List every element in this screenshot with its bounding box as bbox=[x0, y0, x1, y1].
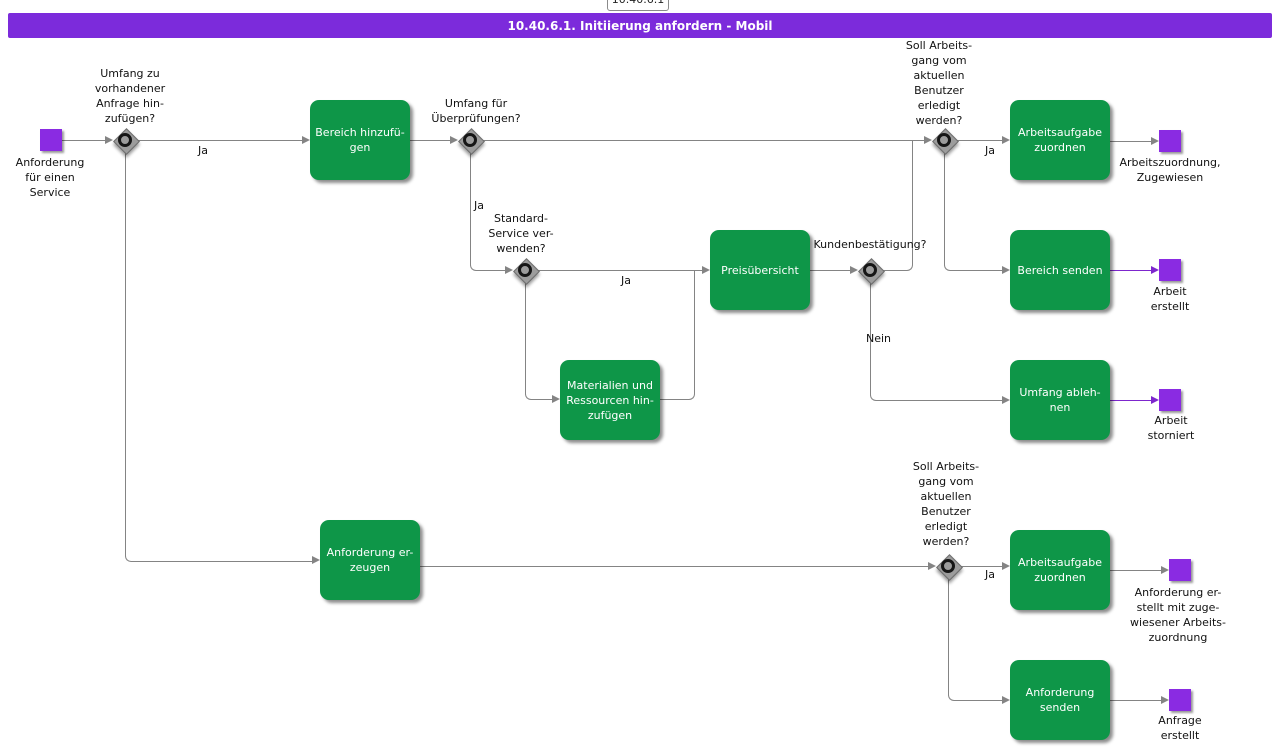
task-arbeitsaufgabe-zuordnen-oben[interactable]: Arbeitsaufgabe zuordnen bbox=[1010, 100, 1110, 180]
gateway-circle-icon bbox=[941, 559, 955, 573]
connector-bend bbox=[125, 152, 313, 562]
connector-bend bbox=[944, 152, 1003, 271]
end-event-square bbox=[1169, 689, 1191, 711]
edge-label-ja: Ja bbox=[985, 568, 995, 581]
diagram-title-bar: 10.40.6.1. Initiierung anfordern - Mobil bbox=[8, 13, 1272, 38]
gateway-scope-for-reviews bbox=[457, 127, 485, 155]
connector-line bbox=[956, 140, 1003, 141]
edge-label-ja: Ja bbox=[621, 274, 631, 287]
arrowhead-icon bbox=[702, 266, 710, 274]
gateway-circle-icon bbox=[463, 133, 477, 147]
task-umfang-ablehnen[interactable]: Umfang ableh- nen bbox=[1010, 360, 1110, 440]
connector-bend bbox=[525, 282, 553, 400]
gateway-customer-confirmation bbox=[857, 257, 885, 285]
gateway-use-standard-service bbox=[512, 257, 540, 285]
diagram-id-tab[interactable]: 10.40.6.1 bbox=[607, 0, 669, 11]
connector-line bbox=[1110, 270, 1152, 271]
connector-line bbox=[1110, 700, 1162, 701]
edge-label-nein: Nein bbox=[866, 332, 892, 345]
arrowhead-icon bbox=[312, 556, 320, 564]
end-event-square bbox=[1159, 259, 1181, 281]
connector-bend bbox=[470, 152, 506, 271]
connector-line bbox=[960, 566, 1003, 567]
connector-line bbox=[810, 270, 851, 271]
gateway-circle-icon bbox=[863, 263, 877, 277]
connector-bend bbox=[870, 282, 1003, 401]
task-bereich-senden[interactable]: Bereich senden bbox=[1010, 230, 1110, 310]
end-event-label: Arbeit storniert bbox=[1147, 414, 1195, 442]
connector-line bbox=[62, 140, 106, 141]
arrowhead-icon bbox=[552, 395, 560, 403]
gateway-add-to-existing-request bbox=[112, 127, 140, 155]
arrowhead-icon bbox=[928, 562, 936, 570]
arrowhead-icon bbox=[1002, 396, 1010, 404]
arrowhead-icon bbox=[1002, 266, 1010, 274]
arrowhead-icon bbox=[924, 136, 932, 144]
arrowhead-icon bbox=[1151, 266, 1159, 274]
connector-bend bbox=[882, 140, 913, 271]
gateway-question-label: Standard- Service ver- wenden? bbox=[488, 212, 554, 255]
end-event-label: Anforderung er- stellt mit zuge- wiesene… bbox=[1130, 586, 1226, 644]
edge-label-ja: Ja bbox=[198, 144, 208, 157]
gateway-question-label: Soll Arbeits- gang vom aktuellen Benutze… bbox=[905, 39, 973, 127]
diagram-title: 10.40.6.1. Initiierung anfordern - Mobil bbox=[507, 18, 773, 33]
gateway-question-label: Soll Arbeits- gang vom aktuellen Benutze… bbox=[912, 460, 980, 548]
gateway-question-label: Kundenbestätigung? bbox=[813, 238, 927, 251]
gateway-circle-icon bbox=[518, 263, 532, 277]
arrowhead-icon bbox=[450, 136, 458, 144]
gateway-current-user-top bbox=[931, 127, 959, 155]
arrowhead-icon bbox=[850, 266, 858, 274]
end-event-square bbox=[1169, 559, 1191, 581]
edge-label-ja: Ja bbox=[985, 144, 995, 157]
connector-line bbox=[482, 140, 925, 141]
gateway-circle-icon bbox=[937, 133, 951, 147]
arrowhead-icon bbox=[505, 266, 513, 274]
arrowhead-icon bbox=[105, 136, 113, 144]
connector-line bbox=[137, 140, 303, 141]
connector-bend bbox=[660, 270, 695, 400]
gateway-circle-icon bbox=[118, 133, 132, 147]
connector-line bbox=[1110, 141, 1152, 142]
arrowhead-icon bbox=[1151, 137, 1159, 145]
connector-line bbox=[537, 270, 703, 271]
end-event-label: Arbeit erstellt bbox=[1150, 285, 1190, 313]
connector-line bbox=[1110, 570, 1162, 571]
end-event-square bbox=[1159, 130, 1181, 152]
task-anforderung-erzeugen[interactable]: Anforderung er- zeugen bbox=[320, 520, 420, 600]
start-event-square bbox=[40, 129, 62, 151]
arrowhead-icon bbox=[1161, 566, 1169, 574]
connector-line bbox=[410, 140, 451, 141]
end-event-label: Arbeitszuordnung, Zugewiesen bbox=[1119, 156, 1221, 184]
end-event-label: Anfrage erstellt bbox=[1158, 714, 1202, 742]
end-event-square bbox=[1159, 389, 1181, 411]
connector-bend bbox=[948, 578, 1003, 701]
task-preisuebersicht[interactable]: Preisübersicht bbox=[710, 230, 810, 310]
arrowhead-icon bbox=[1151, 396, 1159, 404]
gateway-question-label: Umfang für Überprüfungen? bbox=[431, 97, 521, 125]
edge-label-ja: Ja bbox=[474, 199, 484, 212]
task-arbeitsaufgabe-zuordnen-unten[interactable]: Arbeitsaufgabe zuordnen bbox=[1010, 530, 1110, 610]
arrowhead-icon bbox=[1002, 696, 1010, 704]
gateway-current-user-bottom bbox=[935, 553, 963, 581]
arrowhead-icon bbox=[302, 136, 310, 144]
start-event-label: Anforderung für einen Service bbox=[15, 156, 85, 199]
task-anforderung-senden[interactable]: Anforderung senden bbox=[1010, 660, 1110, 740]
connector-line bbox=[1110, 400, 1152, 401]
arrowhead-icon bbox=[1002, 562, 1010, 570]
arrowhead-icon bbox=[1002, 136, 1010, 144]
arrowhead-icon bbox=[1161, 696, 1169, 704]
connector-line bbox=[420, 566, 929, 567]
task-bereich-hinzufuegen[interactable]: Bereich hinzufü- gen bbox=[310, 100, 410, 180]
gateway-question-label: Umfang zu vorhandener Anfrage hin- zufüg… bbox=[94, 67, 166, 125]
task-materialien-ressourcen[interactable]: Materialien und Ressourcen hin- zufügen bbox=[560, 360, 660, 440]
